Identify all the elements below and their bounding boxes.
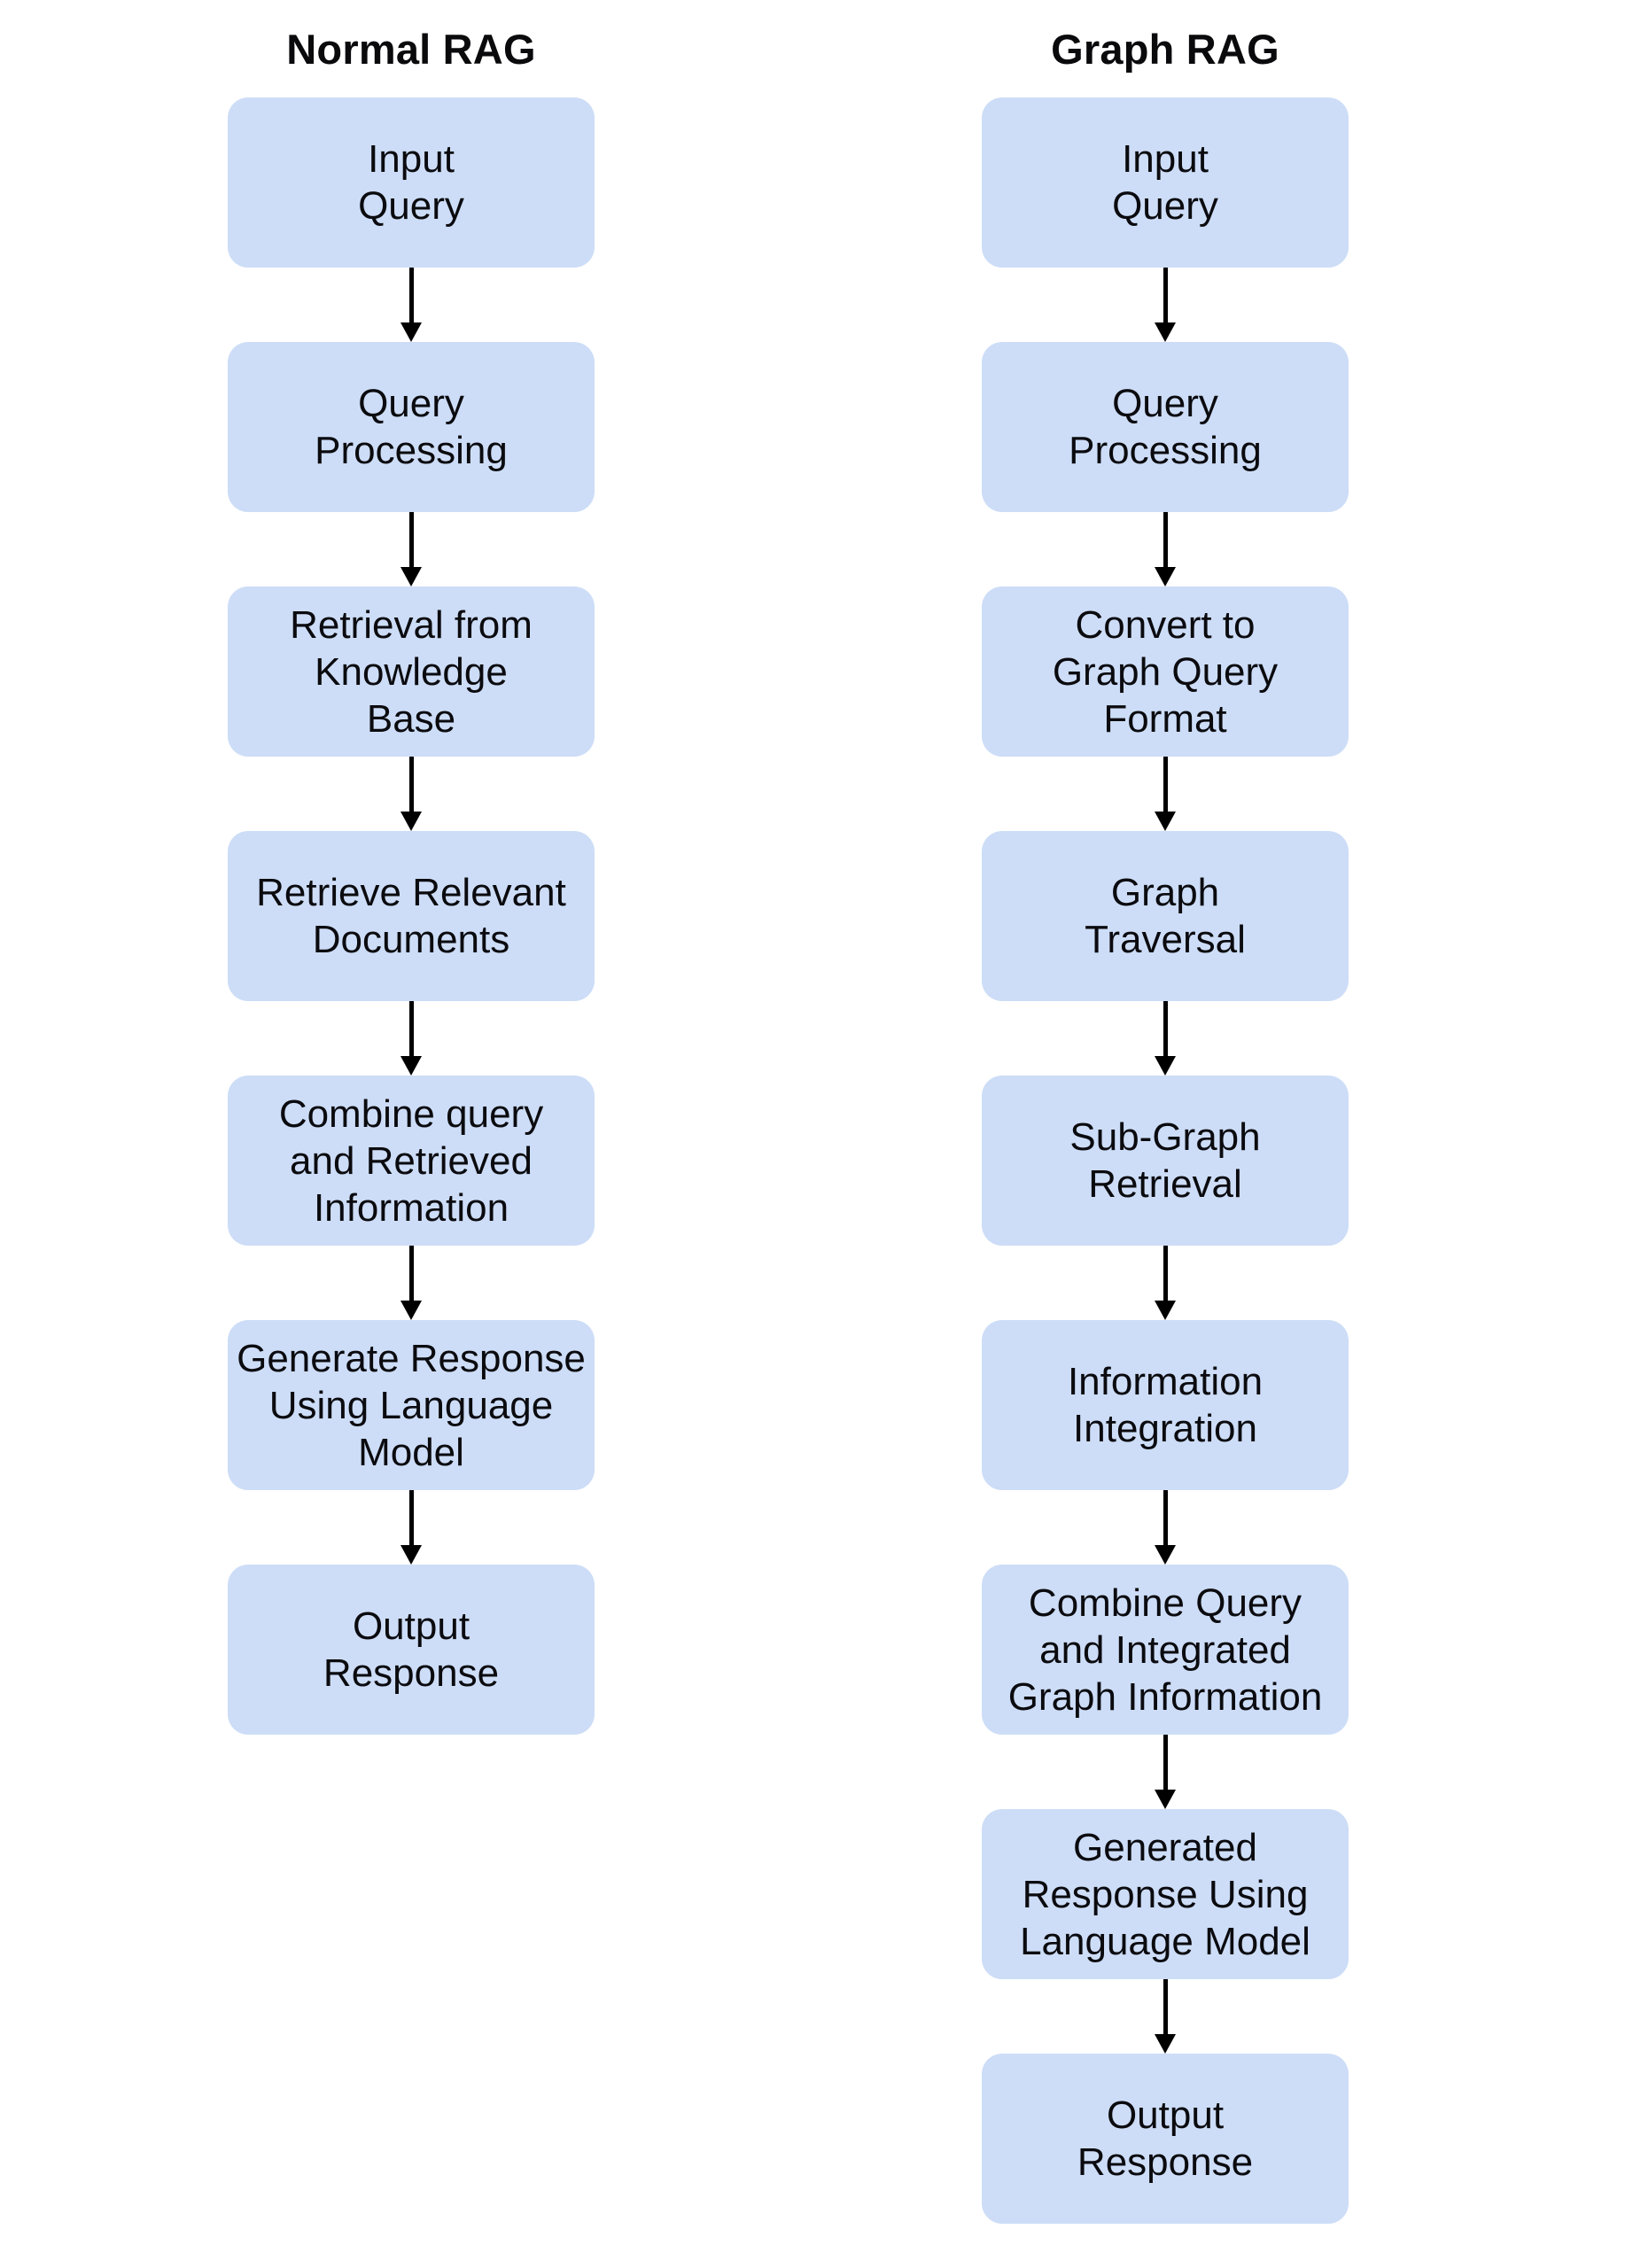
node-label-line: Convert to (1075, 602, 1256, 647)
down-arrow-icon (982, 1735, 1349, 1809)
down-arrow-icon (228, 1246, 595, 1320)
node-label-line: Query (1112, 184, 1218, 228)
down-arrow-icon (982, 1001, 1349, 1076)
down-arrow-icon (228, 757, 595, 831)
node-label-line: Query (358, 382, 464, 425)
node-label-line: Response (1077, 2140, 1254, 2184)
column-graph-rag: Graph RAG Input Query Query Processing C… (982, 0, 1349, 2224)
node-label-line: Query (358, 184, 464, 228)
flow-node-information-integration: Information Integration (982, 1320, 1349, 1490)
flow-node-sub-graph-retrieval: Sub-Graph Retrieval (982, 1076, 1349, 1246)
node-label-line: Format (1103, 696, 1227, 741)
down-arrow-icon (228, 1490, 595, 1565)
node-label-line: Generated (1073, 1825, 1257, 1869)
flow-node-convert-to-graph-query-format: Convert to Graph Query Format (982, 586, 1349, 757)
node-label-line: Output (1106, 2093, 1225, 2137)
down-arrow-icon (228, 512, 595, 586)
flow-node-combine-query-integrated-graph-information: Combine Query and Integrated Graph Infor… (982, 1565, 1349, 1735)
node-label-line: Processing (315, 429, 508, 472)
flow-node-output-response: Output Response (982, 2054, 1349, 2224)
node-label-line: Sub-Graph (1069, 1115, 1261, 1159)
node-label-line: Retrieval (1088, 1162, 1242, 1206)
node-label-line: Retrieval from (290, 602, 533, 647)
node-label-line: Information (313, 1185, 509, 1230)
node-label-line: Generate Response (237, 1336, 586, 1380)
node-label-line: Response Using (1022, 1872, 1309, 1916)
node-label-line: Documents (312, 918, 510, 961)
flow-node-query-processing: Query Processing (982, 342, 1349, 512)
flow-node-generate-response-language-model: Generate Response Using Language Model (228, 1320, 595, 1490)
node-label-line: and Integrated (1039, 1627, 1291, 1672)
node-label-line: Base (366, 696, 456, 741)
down-arrow-icon (982, 1979, 1349, 2054)
flow-node-generated-response-language-model: Generated Response Using Language Model (982, 1809, 1349, 1979)
node-label-line: Graph Information (1007, 1674, 1323, 1719)
down-arrow-icon (228, 268, 595, 342)
node-label-line: Using Language (268, 1383, 554, 1427)
column-normal-rag: Normal RAG Input Query Query Processing … (228, 0, 595, 1735)
flow-node-combine-query-retrieved-information: Combine query and Retrieved Information (228, 1076, 595, 1246)
node-label-line: Retrieve Relevant (256, 871, 566, 914)
node-label-line: Input (368, 137, 455, 181)
node-label-line: Model (358, 1430, 464, 1474)
node-label-line: Integration (1073, 1407, 1257, 1450)
node-label-line: Information (1067, 1360, 1264, 1403)
column-title-graph-rag: Graph RAG (1051, 25, 1279, 73)
down-arrow-icon (982, 268, 1349, 342)
down-arrow-icon (982, 1490, 1349, 1565)
flow-node-output-response: Output Response (228, 1565, 595, 1735)
node-label-line: Response (323, 1651, 500, 1695)
flow-node-input-query: Input Query (228, 97, 595, 268)
column-title-normal-rag: Normal RAG (286, 25, 536, 73)
down-arrow-icon (228, 1001, 595, 1076)
node-label-line: Traversal (1085, 918, 1246, 961)
node-label-line: Graph (1110, 871, 1220, 914)
node-label-line: Combine query (278, 1091, 544, 1136)
down-arrow-icon (982, 512, 1349, 586)
node-label-line: Processing (1069, 429, 1262, 472)
flow-node-query-processing: Query Processing (228, 342, 595, 512)
down-arrow-icon (982, 1246, 1349, 1320)
node-label-line: Knowledge (315, 649, 508, 694)
node-label-line: Query (1112, 382, 1218, 425)
flow-node-retrieval-from-knowledge-base: Retrieval from Knowledge Base (228, 586, 595, 757)
node-label-line: Combine Query (1028, 1581, 1303, 1625)
down-arrow-icon (982, 757, 1349, 831)
node-label-line: Graph Query (1052, 649, 1279, 694)
node-label-line: Output (352, 1604, 470, 1648)
node-label-line: Input (1122, 137, 1209, 181)
flow-node-graph-traversal: Graph Traversal (982, 831, 1349, 1001)
flow-node-retrieve-relevant-documents: Retrieve Relevant Documents (228, 831, 595, 1001)
flow-node-input-query: Input Query (982, 97, 1349, 268)
node-label-line: and Retrieved (290, 1138, 533, 1183)
node-label-line: Language Model (1020, 1919, 1310, 1963)
